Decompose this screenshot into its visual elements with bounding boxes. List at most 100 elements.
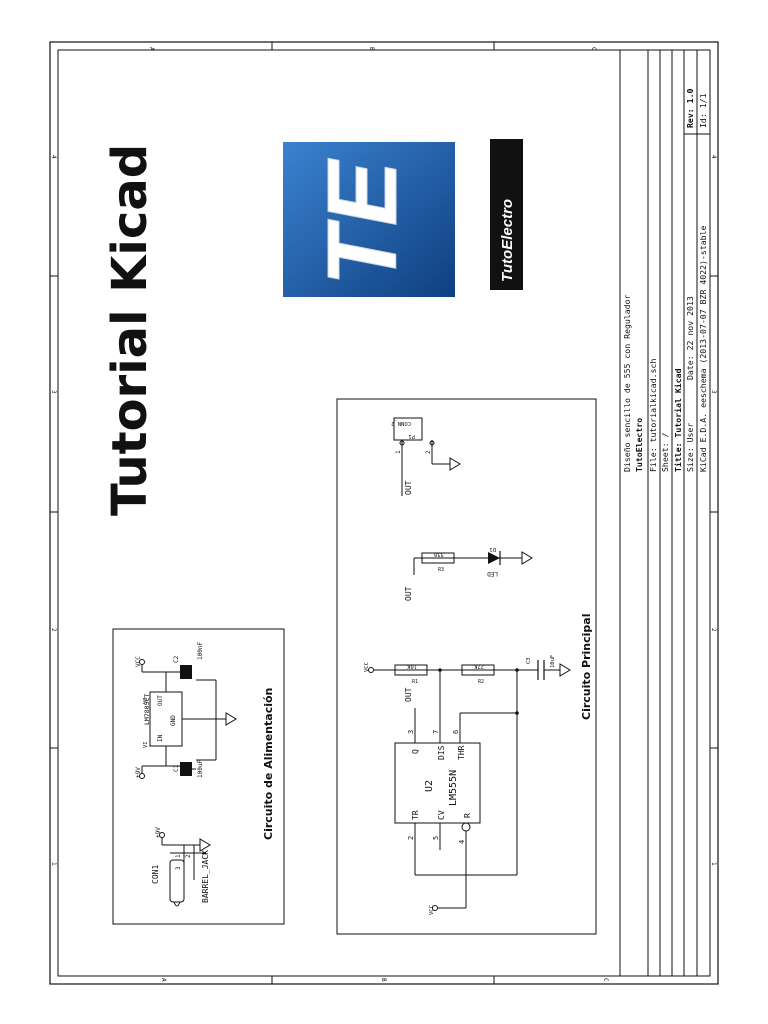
p1-pin2: 2: [425, 450, 432, 454]
c2-ref: C2: [173, 655, 180, 663]
vcc-label: VCC: [135, 656, 142, 667]
u2-pnum-2: 2: [407, 836, 415, 840]
u2-pnum-5: 5: [432, 836, 440, 840]
d1-ref: D1: [489, 546, 496, 552]
row-label-3-left: 3: [50, 390, 57, 394]
r3-ref: R3: [438, 567, 444, 573]
tb-company: TutoElectro: [634, 418, 644, 472]
row-label-4-left: 4: [50, 155, 57, 159]
resistor-r2: 22K R2: [461, 663, 495, 685]
ic-u2-lm555: U2 LM555N TR CV R Q DIS THR 2 5 4 3 7 6: [394, 670, 481, 908]
capacitor-c3: C3 10uF: [526, 655, 571, 680]
r3-value: 330: [434, 551, 444, 557]
p1-value: CONN_2: [391, 420, 411, 426]
col-label-b-bottom: B: [380, 978, 387, 982]
col-label-b-top: B: [368, 47, 375, 51]
capacitor-c1: C1 100uF: [173, 760, 204, 778]
row-label-1-left: 1: [50, 862, 57, 866]
u2-pnum-7: 7: [432, 730, 440, 734]
row-label-2-right: 2: [710, 628, 717, 632]
vcc-b-label: VCC: [429, 905, 435, 915]
out-label-u2: OUT: [404, 687, 413, 702]
ground-icon: [449, 457, 461, 471]
p1-pin1: 1: [395, 450, 402, 454]
power-caption: Circuito de Alimentación: [262, 688, 275, 840]
jack-pin1: 1: [175, 854, 182, 858]
reg-vi: VI: [143, 741, 149, 748]
row-label-3-right: 3: [710, 390, 717, 394]
col-label-c-bottom: C: [602, 978, 609, 982]
u2-pnum-4: 4: [458, 840, 466, 844]
main-section: Circuito Principal U2 LM555N TR CV R Q D…: [336, 398, 597, 935]
c3-value: 10uF: [550, 655, 556, 668]
r1-value: 10K: [406, 663, 417, 669]
c1-ref: C1: [173, 764, 180, 772]
r1-ref: R1: [412, 679, 418, 685]
tb-file: File: tutorialkicad.sch: [648, 359, 658, 472]
vin-a-label: +9V: [135, 767, 142, 778]
c3-ref: C3: [526, 657, 532, 664]
resistor-r3: 330 R3: [421, 551, 455, 573]
ground-icon: [225, 712, 237, 726]
reg-name: LM7805CT: [143, 694, 151, 725]
reg-in: IN: [157, 734, 164, 742]
vcc-symbol: [139, 659, 145, 665]
tb-id: Id: 1/1: [698, 93, 708, 128]
vcc-a-label: VCC: [364, 662, 370, 672]
reg-out: OUT: [157, 695, 164, 706]
main-caption: Circuito Principal: [580, 614, 593, 720]
led-d1: D1 LED: [487, 546, 501, 577]
vin-a-symbol: [139, 773, 145, 779]
u2-pin-dis: DIS: [437, 745, 446, 760]
row-label-2-left: 2: [50, 628, 57, 632]
tb-size: Size: User: [685, 423, 695, 472]
vin-b-label: +9V: [155, 827, 162, 838]
tb-date: Date: 22 nov 2013: [685, 296, 695, 380]
c2-value: 100nF: [197, 642, 204, 660]
reg-vo: VO: [143, 697, 149, 704]
tb-rev: Rev: 1.0: [685, 88, 695, 128]
con1-label: CON1: [151, 865, 160, 884]
te-logo-letters: TE: [307, 158, 417, 286]
regulator-lm7805: LM7805CT IN OUT GND VI VO: [143, 691, 183, 748]
title-block: Diseño sencillo de 555 con Regulador Tut…: [619, 49, 711, 977]
out-label-conn: OUT: [404, 480, 413, 495]
capacitor-c2: C2 100nF: [173, 642, 204, 679]
jack-pin2: 2: [185, 854, 192, 858]
tb-description: Diseño sencillo de 555 con Regulador: [622, 294, 632, 472]
row-label-1-right: 1: [710, 862, 717, 866]
tb-sheet: Sheet: /: [660, 432, 670, 472]
tb-kicad: KiCad E.D.A. eeschema (2013-07-07 BZR 40…: [698, 225, 708, 472]
power-section: Circuito de Alimentación LM7805CT IN OUT…: [112, 628, 285, 925]
p1-ref: P1: [408, 433, 415, 439]
ground-icon: [199, 838, 211, 852]
barrel-jack: CON1 BARREL_JACK 1 2 3 +9V: [151, 827, 211, 907]
u2-pnum-6: 6: [452, 730, 460, 734]
te-logo: TE: [283, 142, 455, 297]
page-title: Tutorial Kicad: [102, 144, 158, 516]
jack-pin3: 3: [175, 866, 182, 870]
ground-icon: [521, 551, 533, 565]
vin-b-symbol: [159, 832, 165, 838]
c1-value: 100uF: [197, 760, 204, 778]
col-label-a-bottom: A: [160, 978, 167, 982]
u2-pin-cv: CV: [437, 810, 446, 820]
col-label-c-top: C: [590, 47, 597, 51]
brand-logo: TutoElectro: [490, 139, 523, 290]
tb-title: Title: Tutorial Kicad: [673, 368, 683, 472]
border-labels: A B C A B C 4 3 2 1 4 3 2 1: [50, 47, 717, 982]
d1-value: LED: [487, 570, 498, 577]
u2-pin-q: Q: [411, 749, 420, 754]
u2-ref: U2: [424, 780, 435, 792]
r2-value: 22K: [473, 663, 484, 669]
u2-pin-thr: THR: [457, 745, 466, 760]
ground-icon: [559, 663, 571, 677]
barrel-label: BARREL_JACK: [201, 850, 210, 903]
u2-pnum-3: 3: [407, 730, 415, 734]
brand-text: TutoElectro: [499, 199, 516, 282]
connector-p1: CONN_2 P1 1 2 OUT: [391, 417, 461, 496]
row-label-4-right: 4: [710, 155, 717, 159]
out-label-led: OUT: [404, 586, 413, 601]
reg-gnd: GND: [170, 715, 177, 726]
